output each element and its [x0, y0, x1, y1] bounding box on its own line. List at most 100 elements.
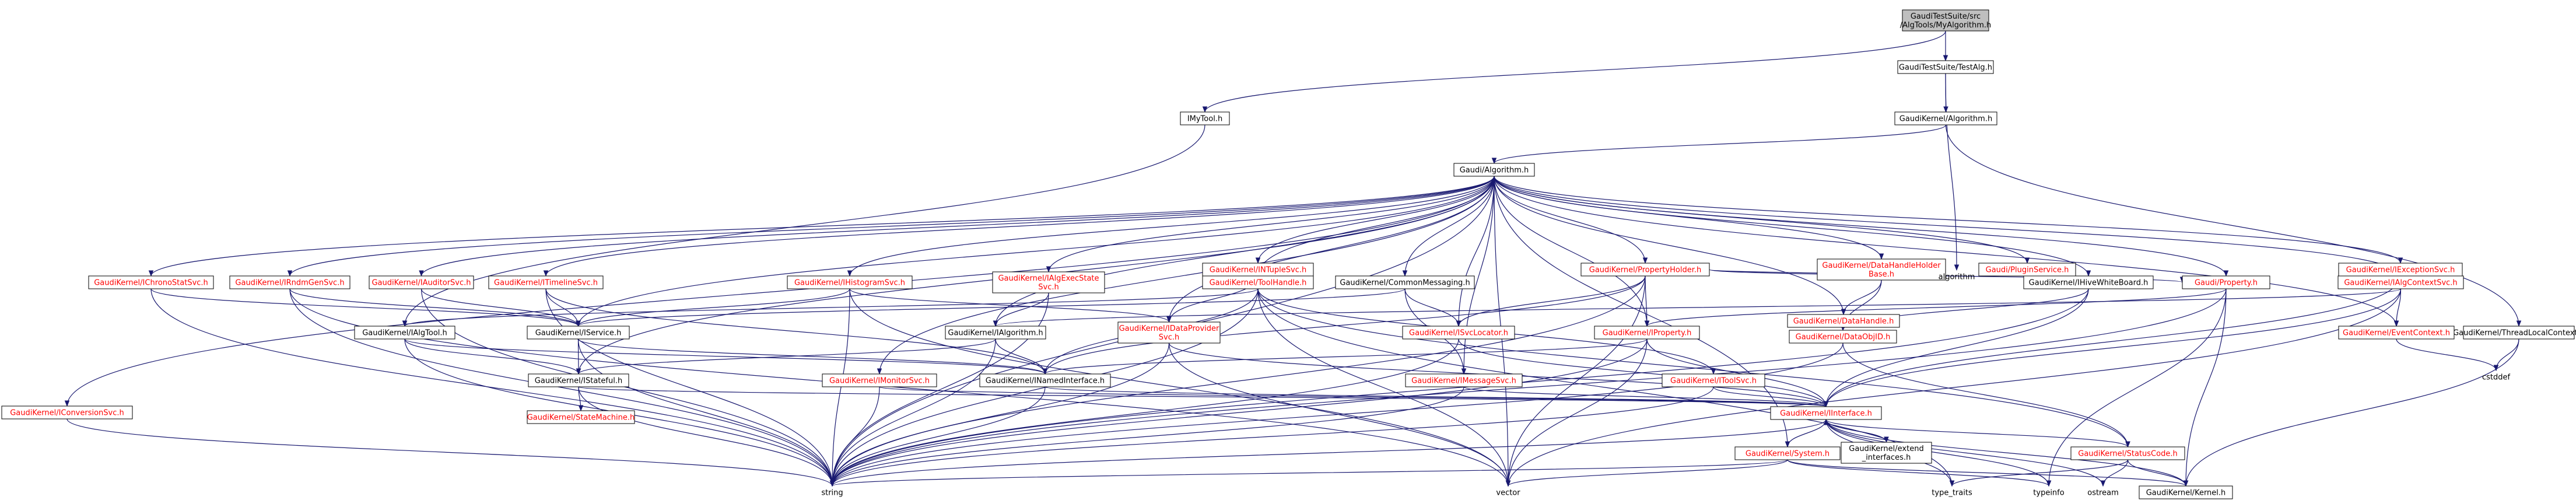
node-commonmsg[interactable]: GaudiKernel/CommonMessaging.h	[1335, 275, 1475, 289]
node-label-line: typeinfo	[2033, 489, 2064, 498]
node-imytool[interactable]: IMyTool.h	[1180, 111, 1230, 125]
node-box	[1734, 446, 1841, 460]
node-iexception[interactable]: GaudiKernel/IExceptionSvc.h	[2338, 263, 2463, 277]
include-edge-idataprov-to-string	[829, 342, 1170, 487]
node-ialgctx[interactable]: GaudiKernel/IAlgContextSvc.h	[2337, 275, 2464, 289]
node-label-line: GaudiKernel/IAlgContextSvc.h	[2344, 279, 2457, 288]
node-box	[1402, 326, 1515, 340]
node-testalg[interactable]: GaudiTestSuite/TestAlg.h	[1897, 60, 1994, 74]
include-edge-propholder-to-vector	[1505, 275, 1646, 487]
node-gproperty[interactable]: Gaudi/Property.h	[2182, 275, 2270, 289]
include-edge-irndm-to-vector	[289, 288, 1511, 487]
node-statuscode[interactable]: GaudiKernel/StatusCode.h	[2070, 446, 2185, 460]
node-itimeline[interactable]: GaudiKernel/ITimelineSvc.h	[488, 275, 604, 289]
node-isvclocator[interactable]: GaudiKernel/ISvcLocator.h	[1402, 326, 1515, 340]
node-box	[527, 410, 635, 424]
edge-line	[1456, 275, 1646, 327]
edge-line	[1463, 386, 1828, 408]
node-statemachine[interactable]: GaudiKernel/StateMachine.h	[527, 410, 635, 424]
edge-line	[420, 288, 581, 327]
node-pluginsvc[interactable]: Gaudi/PluginService.h	[1978, 263, 2076, 277]
node-iauditor[interactable]: GaudiKernel/IAuditorSvc.h	[369, 275, 474, 289]
edge-line	[829, 338, 996, 487]
node-dataobjid[interactable]: GaudiKernel/DataObjID.h	[1789, 330, 1897, 344]
edge-line	[578, 386, 1828, 408]
edge-line	[1646, 338, 1829, 408]
include-edge-statuscode-to-ostream	[2100, 459, 2129, 487]
node-toolhandle[interactable]: GaudiKernel/ToolHandle.h	[1202, 275, 1314, 289]
node-label-line: Gaudi/Algorithm.h	[1460, 166, 1529, 175]
node-ieventctx[interactable]: GaudiKernel/EventContext.h	[2338, 326, 2455, 340]
node-ihisto[interactable]: GaudiKernel/IHistogramSvc.h	[787, 275, 913, 289]
include-edge-galgorithm-to-commonmsg	[1402, 176, 1495, 277]
node-extend[interactable]: GaudiKernel/extend_interfaces.h	[1841, 442, 1932, 464]
node-label: Gaudi/PluginService.h	[1986, 266, 2069, 275]
node-kalgorithm[interactable]: GaudiKernel/Algorithm.h	[1894, 111, 1997, 125]
include-edge-toolhandle-to-ialgtool	[402, 288, 1259, 327]
node-kernel[interactable]: GaudiKernel/Kernel.h	[2139, 485, 2233, 499]
node-box	[528, 373, 629, 387]
include-edge-threadlocal-to-cstddef	[2493, 338, 2519, 372]
node-label-line: GaudiKernel/INamedInterface.h	[986, 377, 1105, 386]
node-label-line: GaudiKernel/ToolHandle.h	[1210, 279, 1307, 288]
node-ialgtool[interactable]: GaudiKernel/IAlgTool.h	[354, 326, 455, 340]
edge-line	[1825, 419, 2130, 448]
include-edge-imessage-to-string	[829, 386, 1464, 487]
node-imessage[interactable]: GaudiKernel/IMessageSvc.h	[1405, 373, 1523, 387]
node-ichrono[interactable]: GaudiKernel/IChronoStatSvc.h	[88, 275, 214, 289]
node-box	[88, 275, 214, 289]
node-system[interactable]: GaudiKernel/System.h	[1734, 446, 1841, 460]
node-imonitor[interactable]: GaudiKernel/IMonitorSvc.h	[822, 373, 937, 387]
node-ialgorithm[interactable]: GaudiKernel/IAlgorithm.h	[945, 326, 1046, 340]
edge-line	[829, 419, 1827, 487]
node-iinterface[interactable]: GaudiKernel/IInterface.h	[1770, 406, 1882, 420]
edge-line	[1043, 338, 1648, 375]
edge-line	[829, 386, 1046, 487]
include-edge-iinterface-to-string	[829, 419, 1827, 487]
node-iservice[interactable]: GaudiKernel/IService.h	[527, 326, 630, 340]
include-edge-galgorithm-to-ialgexec	[1046, 176, 1495, 273]
node-box	[2070, 446, 2185, 460]
include-edge-iinterface-to-kernel	[1825, 419, 2189, 487]
node-box	[1662, 373, 1765, 387]
node-label-line: type_traits	[1932, 489, 1972, 498]
include-edge-ihisto-to-vector	[849, 288, 1511, 487]
node-datahandle[interactable]: GaudiKernel/DataHandle.h	[1787, 314, 1900, 328]
node-box	[992, 271, 1105, 293]
node-galgorithm[interactable]: Gaudi/Algorithm.h	[1453, 163, 1535, 177]
node-istateful[interactable]: GaudiKernel/IStateful.h	[528, 373, 629, 387]
edge-line	[830, 459, 1788, 487]
node-irndm[interactable]: GaudiKernel/IRndmGenSvc.h	[229, 275, 351, 289]
edge-line	[66, 418, 835, 487]
node-threadlocal[interactable]: GaudiKernel/ThreadLocalContext.h	[2453, 326, 2576, 340]
node-iconversion[interactable]: GaudiKernel/IConversionSvc.h	[1, 405, 133, 419]
node-iproperty[interactable]: GaudiKernel/IProperty.h	[1594, 326, 1700, 340]
node-label: GaudiKernel/IHistogramSvc.h	[794, 279, 905, 288]
node-inamed[interactable]: GaudiKernel/INamedInterface.h	[979, 373, 1111, 387]
edge-line	[1042, 275, 1646, 375]
node-label: GaudiKernel/Kernel.h	[2146, 489, 2226, 498]
include-edge-gproperty-to-iproperty	[1644, 288, 2227, 327]
include-edge-iexception-to-iinterface	[1823, 275, 2401, 408]
node-algorithm_std: algorithm	[1939, 273, 1975, 282]
node-label-line: Gaudi/PluginService.h	[1986, 266, 2069, 275]
node-label-line: vector	[1496, 489, 1520, 498]
node-propholder[interactable]: GaudiKernel/PropertyHolder.h	[1580, 263, 1710, 277]
edge-line	[1166, 176, 1495, 323]
node-intuple[interactable]: GaudiKernel/INTupleSvc.h	[1202, 263, 1314, 277]
include-edge-galgorithm-to-isvclocator	[1456, 176, 1495, 327]
edge-line	[2183, 288, 2227, 487]
node-ihivewb[interactable]: GaudiKernel/IHiveWhiteBoard.h	[2023, 275, 2154, 289]
include-edge-iproperty-to-string	[829, 338, 1648, 487]
edge-line	[1825, 419, 2052, 487]
include-edge-system-to-kernel	[1787, 459, 2189, 487]
edge-line	[879, 386, 1828, 408]
node-label-line: GaudiKernel/StatusCode.h	[2078, 450, 2177, 459]
node-box	[1202, 275, 1314, 289]
node-itoolsvc[interactable]: GaudiKernel/IToolSvc.h	[1662, 373, 1765, 387]
node-label: vector	[1496, 489, 1520, 498]
